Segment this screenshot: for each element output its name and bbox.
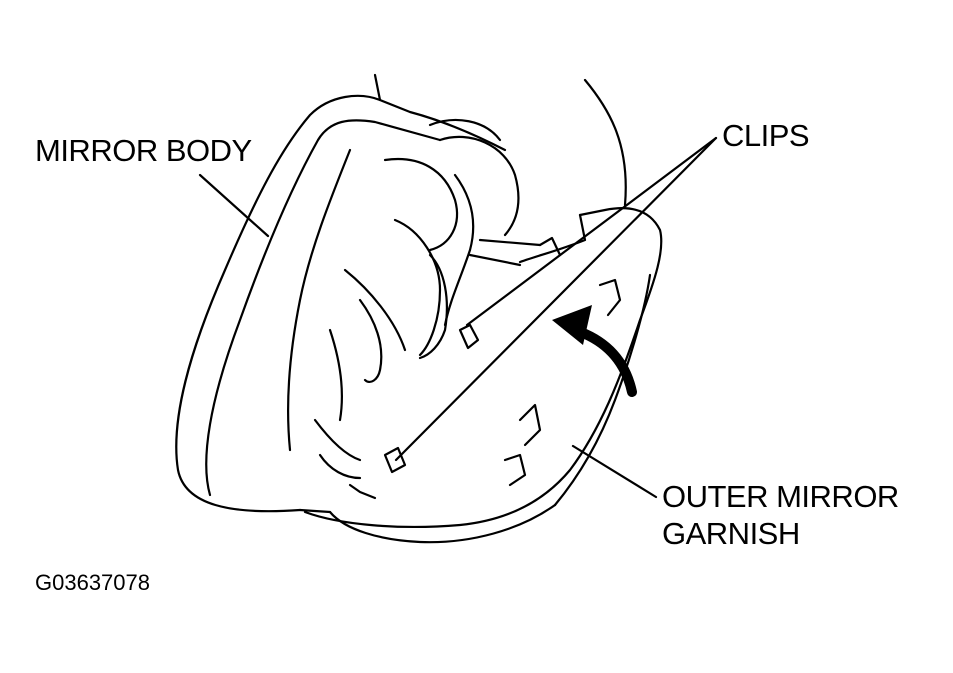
outer-mirror-garnish-label-line1: OUTER MIRROR (662, 479, 899, 514)
outer-mirror-garnish-label-line2: GARNISH (662, 516, 800, 551)
leader-lines (198, 136, 718, 499)
mirror-body-leader (198, 173, 270, 238)
mirror-body-inner (286, 73, 627, 480)
outer-mirror-garnish (303, 207, 663, 544)
mirror-body-label: MIRROR BODY (35, 133, 252, 168)
figure-code: G03637078 (35, 570, 150, 595)
clips-leader-upper (465, 136, 718, 327)
mirror-body-shell (175, 94, 507, 514)
garnish-leader (571, 444, 658, 499)
rotation-arrow-icon (552, 305, 637, 397)
clips-leader-lower (394, 136, 718, 462)
clips-label: CLIPS (722, 118, 810, 153)
